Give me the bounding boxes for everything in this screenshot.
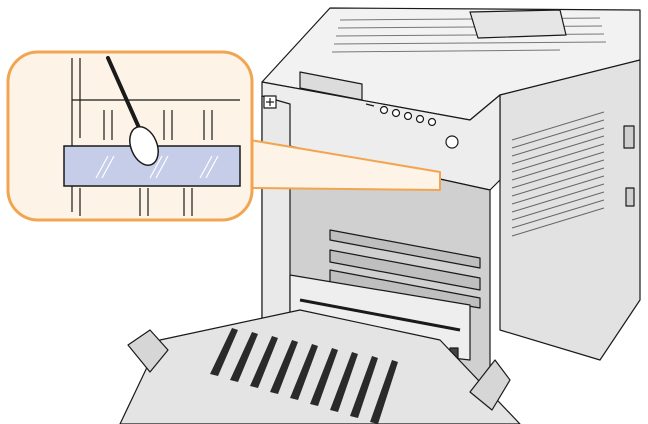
output-tray-flap	[469, 9, 567, 39]
inset-callout	[6, 50, 254, 222]
door-hinge-left	[127, 329, 169, 373]
printer-body	[261, 7, 641, 393]
round-button-icon	[403, 111, 413, 121]
side-port	[623, 125, 635, 149]
side-switch	[625, 187, 635, 207]
round-button-icon	[427, 117, 437, 127]
door-ribs	[210, 328, 398, 424]
door-hinge-right	[469, 359, 511, 411]
cotton-swab-icon	[106, 56, 159, 166]
power-button-icon	[445, 135, 459, 149]
glass-reflections	[95, 155, 219, 179]
round-button-icon	[379, 105, 389, 115]
lcd-display	[299, 71, 363, 101]
control-buttons	[365, 103, 459, 149]
round-button-icon	[415, 114, 425, 124]
front-door	[119, 309, 521, 424]
inner-rails	[329, 229, 481, 309]
plus-latch-icon	[263, 95, 277, 109]
round-button-icon	[391, 108, 401, 118]
side-vents	[511, 111, 605, 237]
